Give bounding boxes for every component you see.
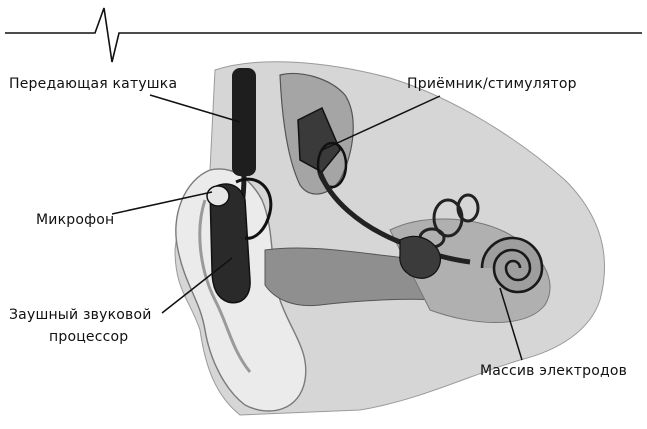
label-sound-processor-line1: Заушный звуковой bbox=[9, 307, 152, 323]
label-microphone: Микрофон bbox=[36, 212, 114, 228]
label-sound-processor-line2: процессор bbox=[49, 329, 128, 345]
label-transmitter-coil: Передающая катушка bbox=[9, 76, 177, 92]
pulse-line-icon bbox=[5, 8, 642, 62]
microphone bbox=[207, 186, 229, 206]
label-receiver-stimulator: Приёмник/стимулятор bbox=[407, 76, 577, 92]
label-electrode-array: Массив электродов bbox=[480, 363, 627, 379]
transmitter-coil bbox=[232, 68, 256, 176]
